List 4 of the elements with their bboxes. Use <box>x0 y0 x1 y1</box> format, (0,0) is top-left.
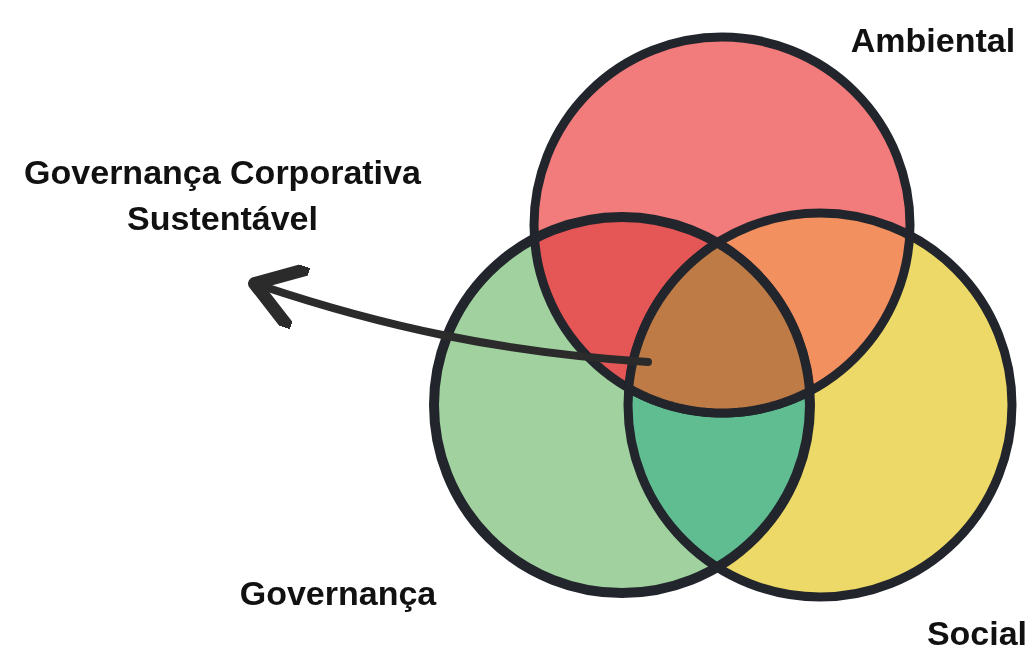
circle-label: Ambiental <box>850 21 1016 59</box>
circle-label: Governança <box>239 574 437 612</box>
callout-text: Governança Corporativa Sustentável <box>5 150 440 242</box>
circle-label: Social <box>926 614 1028 648</box>
